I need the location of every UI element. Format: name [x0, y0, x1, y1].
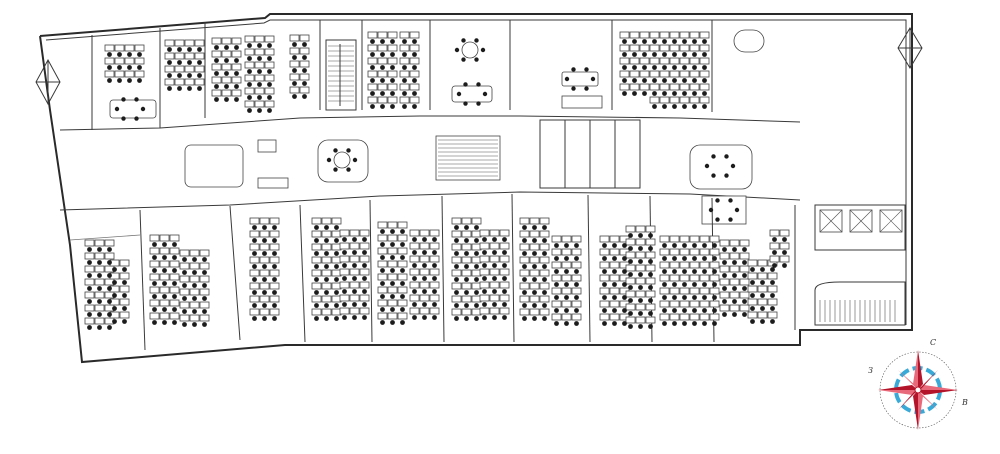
east-entrance-icon	[897, 27, 923, 69]
corridor-walls	[59, 20, 801, 211]
workstation-chairs	[87, 38, 787, 330]
exterior-walls	[39, 13, 913, 364]
elevator-core	[814, 204, 906, 326]
west-entrance-icon	[35, 58, 61, 106]
compass-west-label: З	[868, 366, 873, 375]
workstation-desks	[84, 31, 790, 325]
meeting-rooms-north	[109, 29, 765, 119]
restrooms	[539, 119, 641, 189]
compass-star-icon	[878, 350, 958, 430]
north-stairwell	[325, 39, 357, 111]
central-conference	[184, 135, 753, 225]
south-partitions	[69, 193, 796, 351]
compass-rose: С З В	[868, 338, 968, 430]
compass-north-label: С	[930, 338, 936, 347]
compass-east-label: В	[961, 398, 968, 407]
